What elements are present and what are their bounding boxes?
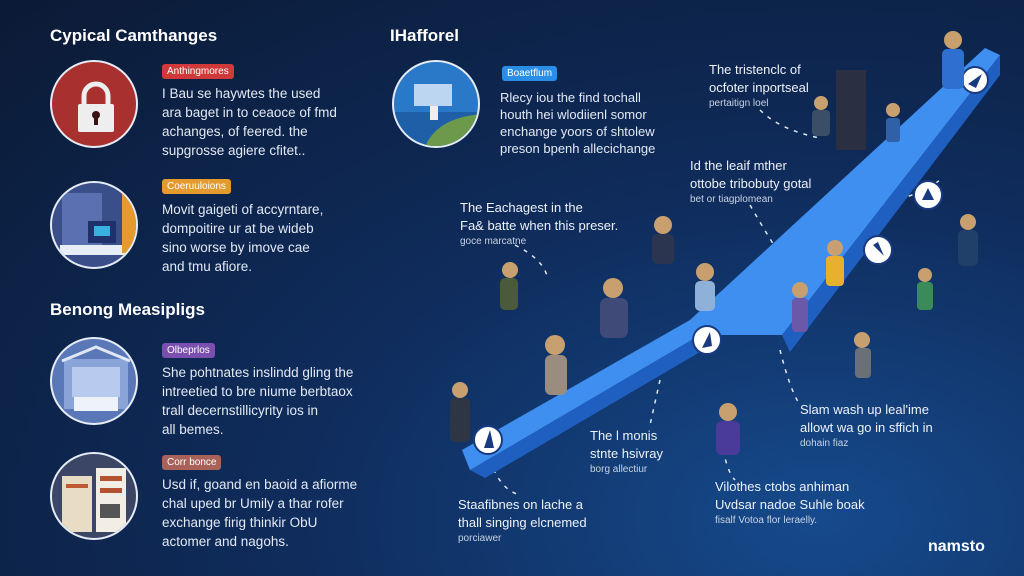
server-room-icon: [50, 181, 138, 269]
people-figures: [450, 31, 978, 455]
section-title-left-bottom: Benong Measipligs: [50, 300, 205, 319]
card-text: Movit gaigeti of accyrntare,dompoitire u…: [162, 202, 324, 274]
card-tag: Coeruuloions: [162, 179, 231, 194]
ramp-upper: [690, 48, 1000, 335]
section-title-middle: IHafforel: [390, 26, 459, 45]
card-tag: Anthingmores: [162, 64, 234, 79]
coastal-building-icon: [392, 60, 480, 148]
building-icon: [50, 337, 138, 425]
ramp-side: [470, 335, 700, 478]
card-tag: Corr bonce: [162, 455, 222, 470]
server-rack: [836, 70, 866, 150]
section-title-left-top: Cypical Camthanges: [50, 26, 218, 45]
lock-icon: [50, 60, 138, 148]
ramp-lower: [462, 320, 782, 470]
brand-logo: namsto: [928, 538, 985, 555]
card-tag: Boaetflum: [502, 66, 558, 81]
card-tag: Olbeprlos: [162, 343, 215, 358]
office-icon: [50, 452, 138, 540]
